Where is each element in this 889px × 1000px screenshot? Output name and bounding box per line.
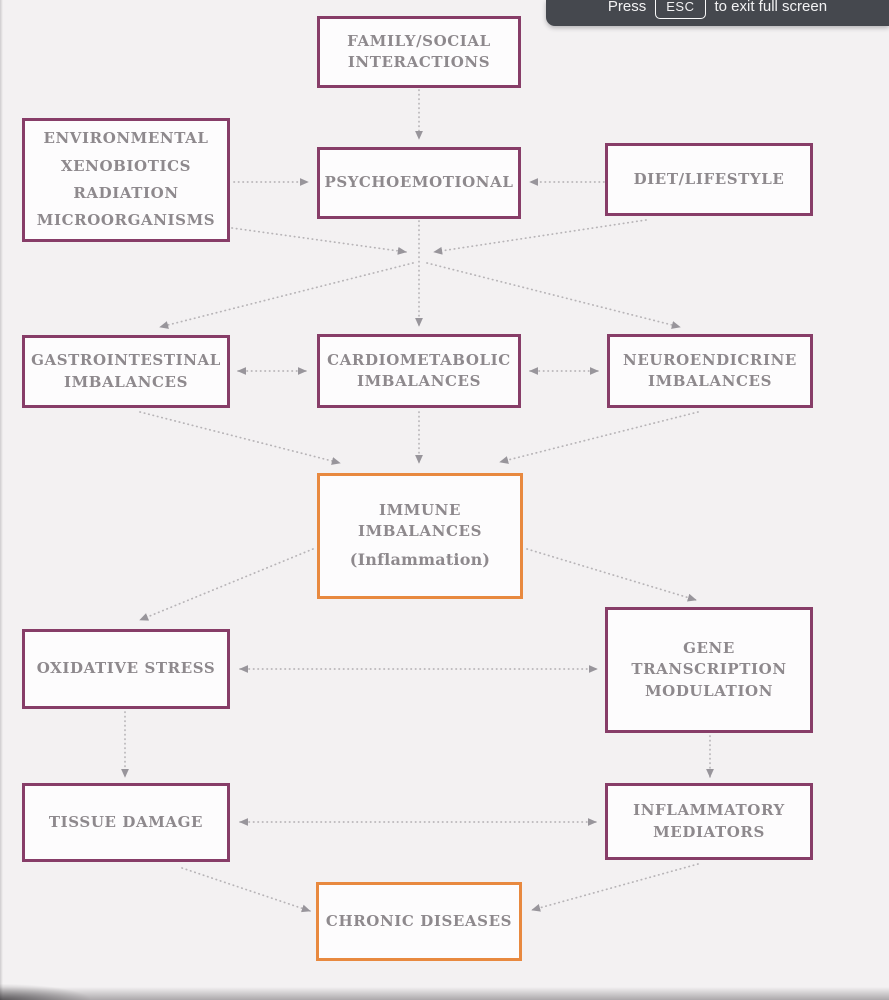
node-label-line: IMBALANCES: [63, 372, 189, 391]
hint-suffix-text: to exit full screen: [714, 0, 828, 15]
edge-gastro-to-immune: [139, 411, 341, 465]
node-chronic-diseases: CHRONIC DISEASES: [316, 882, 522, 961]
node-label-line: CHRONIC DISEASES: [325, 911, 513, 930]
esc-key-badge: ESC: [655, 0, 706, 19]
node-cardiometabolic-imbalances: CARDIOMETABOLIC IMBALANCES: [317, 334, 521, 408]
node-label-line: OXIDATIVE STRESS: [36, 659, 216, 678]
edge-junction-to-neuro: [426, 262, 681, 329]
bottom-edge-shadow: [0, 987, 889, 1000]
node-oxidative-stress: OXIDATIVE STRESS: [22, 629, 230, 709]
node-psychoemotional: PSYCHOEMOTIONAL: [317, 147, 521, 219]
node-label-line: DIET/LIFESTYLE: [633, 169, 785, 188]
node-environmental-xenobiotics: ENVIRONMENTAL XENOBIOTICS RADIATION MICR…: [22, 118, 230, 242]
edge-inflammatory-to-chronic: [531, 863, 699, 912]
hint-prefix-text: Press: [607, 0, 647, 15]
node-label-line: IMBALANCES: [356, 372, 482, 390]
node-label-line: RADIATION: [73, 184, 179, 202]
node-label-line: GASTROINTESTINAL: [31, 351, 221, 370]
node-neuroendicrine-imbalances: NEUROENDICRINE IMBALANCES: [607, 334, 813, 408]
node-immune-imbalances: IMMUNE IMBALANCES (Inflammation): [317, 473, 523, 599]
node-label-line: MODULATION: [644, 681, 774, 700]
node-label-line: INFLAMMATORY: [633, 801, 785, 820]
node-label-line: PSYCHOEMOTIONAL: [324, 173, 514, 192]
node-label-line: NEUROENDICRINE: [623, 350, 797, 369]
edge-immune-to-oxidative: [139, 548, 314, 621]
node-label-line: CARDIOMETABOLIC: [327, 350, 511, 369]
edge-diet-to-junction: [433, 219, 647, 255]
node-label-line: MICROORGANISMS: [36, 211, 216, 230]
node-label-line: FAMILY/SOCIAL: [347, 31, 491, 50]
fullscreen-exit-toast: Press ESC to exit full screen: [546, 0, 889, 26]
node-label-line: IMBALANCES: [647, 372, 773, 390]
node-gene-transcription-modulation: GENE TRANSCRIPTION MODULATION: [605, 607, 813, 733]
node-gastrointestinal-imbalances: GASTROINTESTINAL IMBALANCES: [22, 335, 230, 408]
edge-immune-to-gene: [526, 548, 697, 602]
left-edge-shadow: [0, 0, 3, 1000]
fullscreen-exit-hint: Press ESC to exit full screen: [546, 0, 889, 26]
node-label-line: GENE: [683, 639, 735, 658]
node-label-line: MEDIATORS: [653, 822, 765, 841]
node-label-line: XENOBIOTICS: [60, 156, 192, 175]
node-tissue-damage: TISSUE DAMAGE: [22, 783, 230, 862]
edge-tissue-to-chronic: [181, 867, 311, 913]
node-label-line: TRANSCRIPTION: [631, 660, 787, 679]
node-label-line: IMMUNE: [378, 500, 462, 519]
bottom-left-corner-shadow: [0, 984, 90, 1000]
node-label-line: TISSUE DAMAGE: [48, 812, 204, 831]
edge-env-to-junction: [231, 227, 407, 255]
node-label-line: IMBALANCES: [357, 522, 483, 541]
node-label-line: ENVIRONMENTAL: [43, 129, 209, 148]
node-label-line: INTERACTIONS: [347, 53, 491, 71]
node-inflammatory-mediators: INFLAMMATORY MEDIATORS: [605, 783, 813, 860]
edge-neuro-to-immune: [499, 411, 699, 464]
edge-junction-to-gastro: [159, 262, 414, 329]
node-diet-lifestyle: DIET/LIFESTYLE: [605, 143, 813, 216]
node-family-social-interactions: FAMILY/SOCIAL INTERACTIONS: [317, 16, 521, 88]
node-label-line-inflammation: (Inflammation): [349, 550, 491, 570]
